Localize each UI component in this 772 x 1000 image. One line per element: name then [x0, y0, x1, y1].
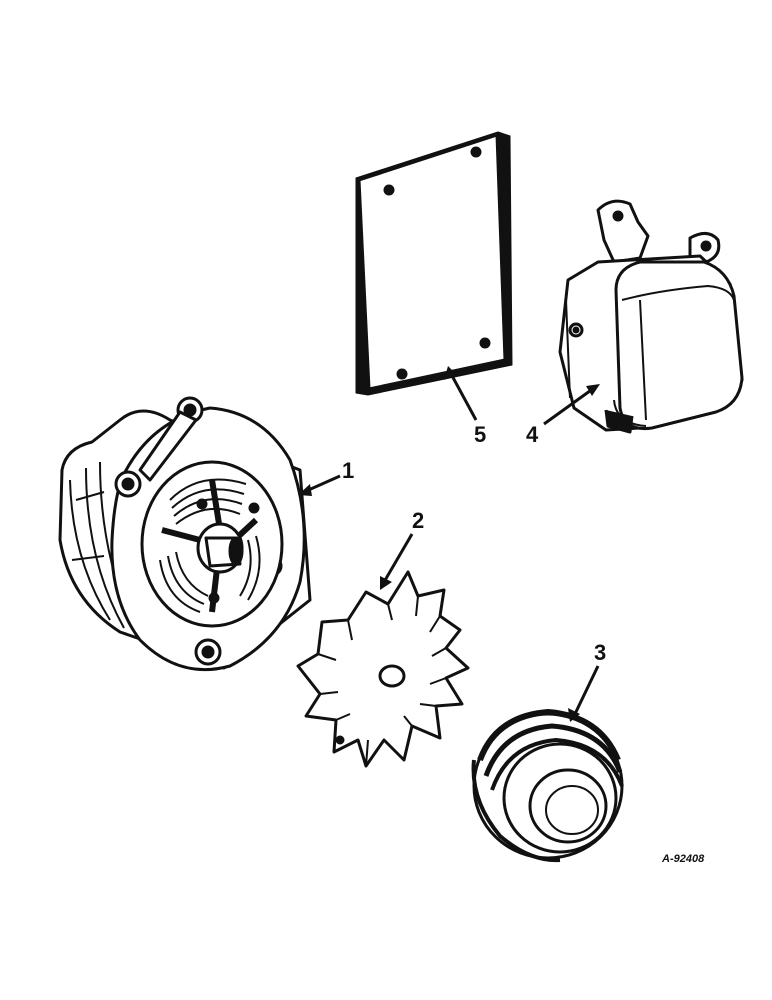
voltage-regulator-icon [558, 199, 744, 434]
drawing-id-label: A-92408 [661, 853, 705, 865]
leader-arrow-1 [298, 484, 312, 496]
fan-icon [296, 570, 470, 768]
leader-line-2 [382, 533, 414, 583]
leader-arrow-2 [380, 576, 392, 590]
leader-line-4 [543, 386, 595, 426]
leader-arrow-4 [586, 384, 600, 396]
pulley-icon [471, 709, 624, 863]
leader-line-5 [448, 371, 478, 421]
alternator-icon [58, 396, 312, 672]
leader-line-3 [572, 665, 600, 717]
callout-3: 3 [594, 640, 606, 665]
callout-1: 1 [342, 458, 354, 483]
gasket-plate-icon [355, 131, 513, 396]
leader-arrow-5 [444, 366, 456, 380]
callout-5: 5 [474, 422, 486, 447]
callout-2: 2 [412, 508, 424, 533]
callout-4: 4 [526, 422, 539, 447]
leader-arrow-3 [568, 708, 580, 722]
